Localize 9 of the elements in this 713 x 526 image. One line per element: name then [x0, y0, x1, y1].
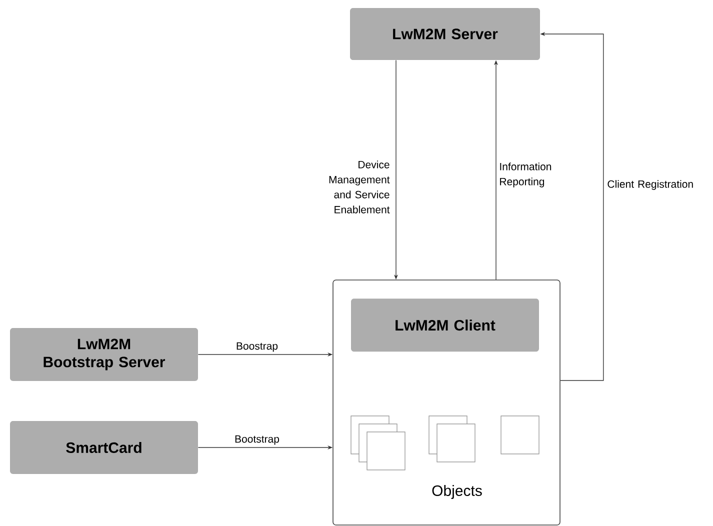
- server-box: LwM2M Bootstrap Server: [10, 328, 198, 381]
- client-box: LwM2M Client: [351, 298, 539, 352]
- server-box: LwM2M Server: [350, 8, 540, 60]
- edge-label: Information Reporting: [500, 162, 552, 188]
- edge-label: Boostrap: [236, 342, 278, 352]
- edge-label: Bootstrap: [235, 435, 280, 445]
- edge-label: Device Management and Service Enablement: [329, 160, 390, 214]
- edge-label: Client Registration: [608, 180, 693, 190]
- server-box: SmartCard: [10, 420, 198, 474]
